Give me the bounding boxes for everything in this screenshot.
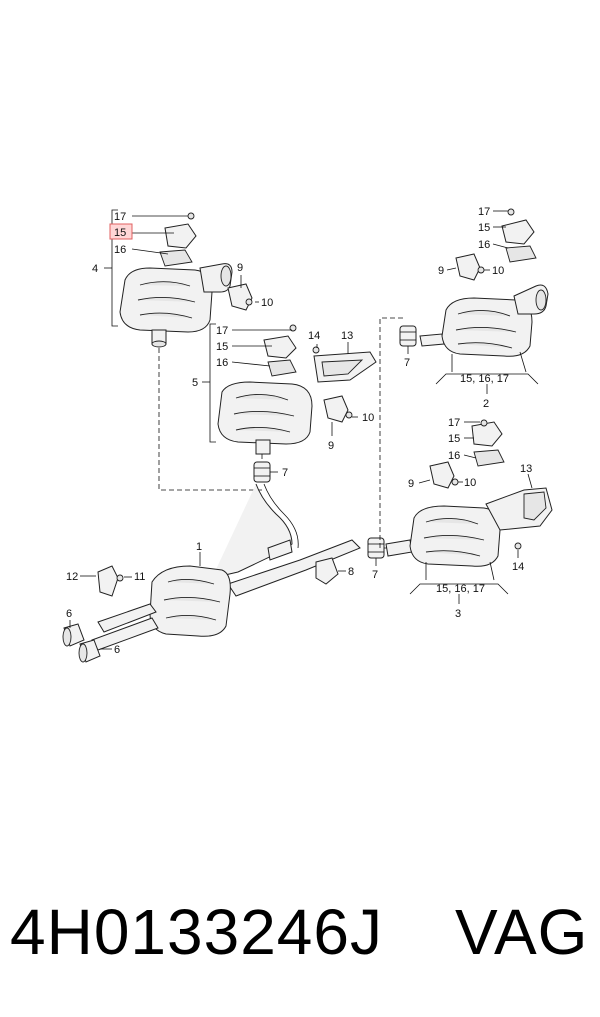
front-pipe-muffler-1	[91, 483, 361, 651]
rubber-hanger-8	[315, 557, 339, 585]
callout-2: 2	[483, 398, 489, 410]
part-number: 4H0133246J	[10, 896, 383, 968]
brand-label: VAG	[455, 896, 589, 968]
callout-8: 8	[348, 566, 354, 578]
callout-10: 10	[464, 477, 476, 489]
clamp-7-upper-right	[399, 325, 417, 347]
callout-13: 13	[520, 463, 532, 475]
callout-1: 1	[196, 541, 202, 553]
clamp-7-right	[367, 537, 385, 559]
clamp-7-center	[253, 461, 271, 483]
callout-15: 15	[216, 341, 228, 353]
callout-10: 10	[492, 265, 504, 277]
callout-5: 5	[192, 377, 198, 389]
callout-15: 15	[448, 433, 460, 445]
callout-11: 11	[134, 571, 145, 583]
callout-4: 4	[92, 263, 98, 275]
tailpipe-tip-6	[78, 639, 101, 663]
rear-muffler-assembly-5	[202, 323, 377, 455]
callout-9: 9	[408, 478, 414, 490]
callout-17: 17	[478, 206, 490, 218]
callout-15-highlighted: 15	[114, 227, 126, 239]
callout-9: 9	[438, 265, 444, 277]
callout-16: 16	[114, 244, 126, 256]
callout-7: 7	[404, 357, 410, 369]
callout-7: 7	[372, 569, 378, 581]
callout-7: 7	[282, 467, 288, 479]
callout-13: 13	[341, 330, 353, 342]
callout-16: 16	[448, 450, 460, 462]
rear-muffler-assembly-3	[385, 419, 553, 567]
callout-9: 9	[237, 262, 243, 274]
callout-16: 16	[216, 357, 228, 369]
callout-3: 3	[455, 608, 461, 620]
callout-17: 17	[114, 211, 126, 223]
tailpipe-tip-6	[62, 623, 85, 647]
callout-14: 14	[308, 330, 320, 342]
exhaust-system-diagram: 17 15 16 4 9 10 17 15 16 5 14 13 10 9 7	[62, 206, 553, 663]
callout-14: 14	[512, 561, 524, 573]
callout-6: 6	[114, 644, 120, 656]
callout-10: 10	[261, 297, 273, 309]
callout-12: 12	[66, 571, 78, 583]
callout-17: 17	[216, 325, 228, 337]
callout-10: 10	[362, 412, 374, 424]
callout-group-15-16-17: 15, 16, 17	[460, 373, 509, 385]
callout-16: 16	[478, 239, 490, 251]
highlighted-callout-15	[109, 223, 133, 240]
callout-17: 17	[448, 417, 460, 429]
callout-6: 6	[66, 608, 72, 620]
rear-muffler-assembly-2	[419, 208, 549, 357]
callout-9: 9	[328, 440, 334, 452]
callout-15: 15	[478, 222, 490, 234]
callout-group-15-16-17: 15, 16, 17	[436, 583, 485, 595]
